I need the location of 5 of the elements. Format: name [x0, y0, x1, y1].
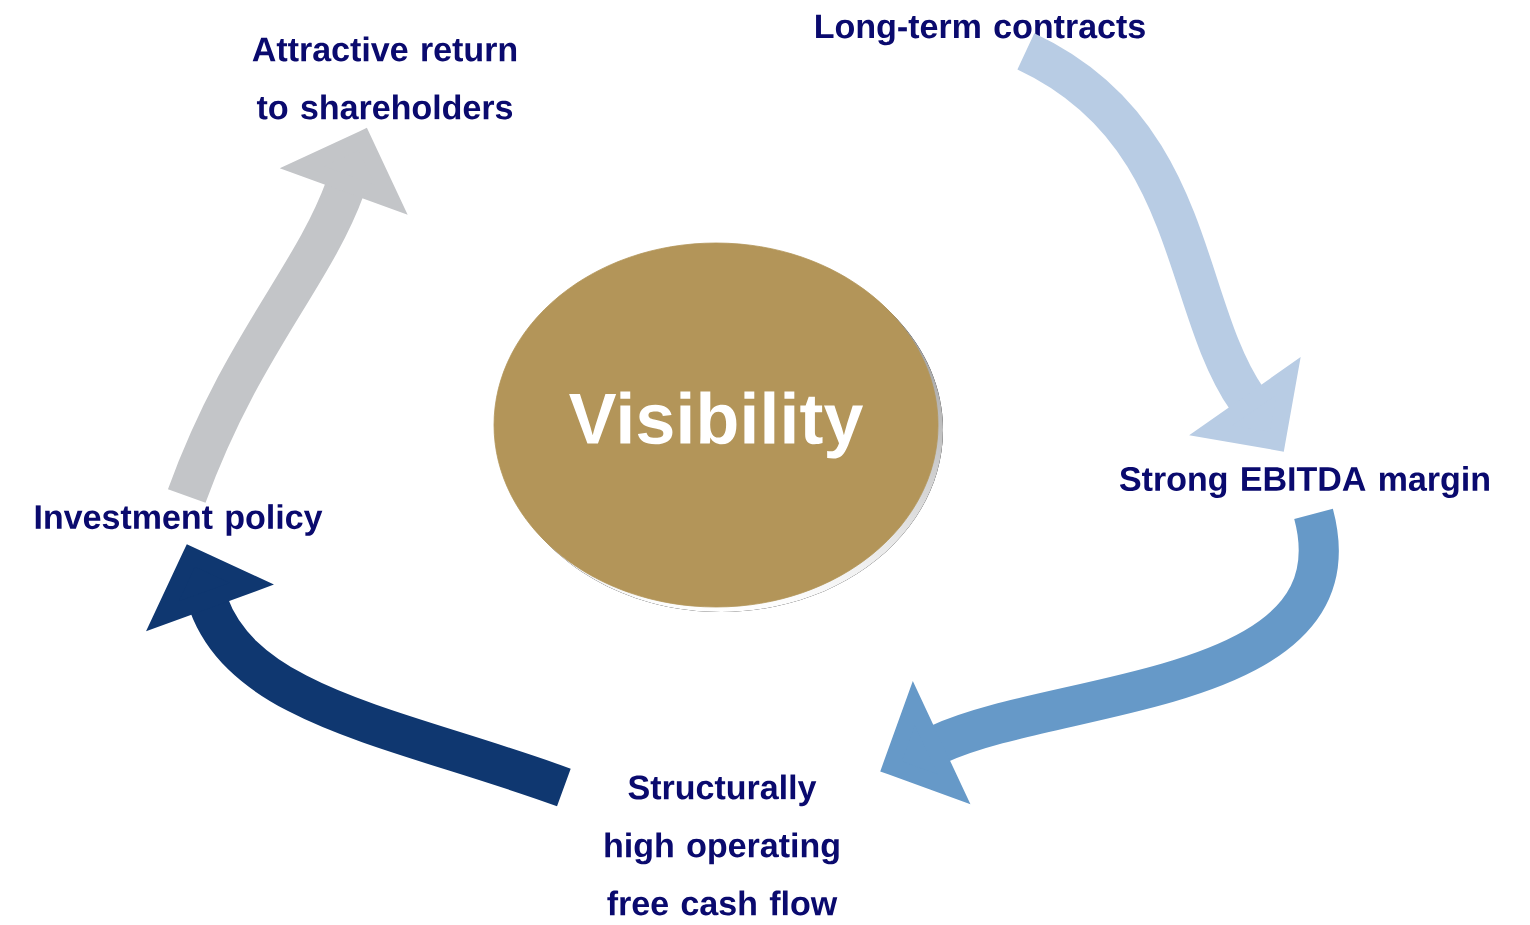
- text-label: Strong EBITDA margin: [1119, 466, 1489, 498]
- text-label: Attractive return to shareholders: [252, 36, 517, 120]
- text-label: Investment policy: [35, 504, 323, 536]
- text-label: Structurally high operating free cash flow: [605, 774, 839, 916]
- text-label: Long-term contracts: [816, 14, 1145, 46]
